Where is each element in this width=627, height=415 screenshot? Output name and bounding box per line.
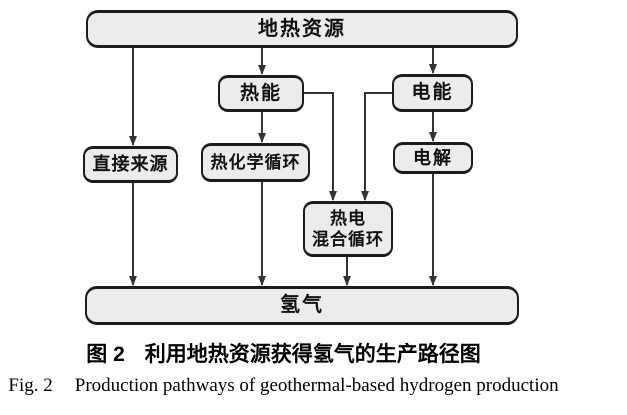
node-electric-energy: 电能 — [392, 74, 473, 112]
node-hydrogen: 氢气 — [85, 286, 519, 325]
node-hybrid-cycle: 热电 混合循环 — [303, 201, 393, 257]
figure-caption-zh-title: 利用地热资源获得氢气的生产路径图 — [144, 343, 481, 366]
node-direct-source-label: 直接来源 — [92, 154, 169, 175]
node-thermochemical-cycle-label: 热化学循环 — [210, 152, 301, 172]
figure-caption-zh-number: 图 2 — [86, 343, 125, 366]
node-direct-source: 直接来源 — [83, 146, 178, 183]
node-electrolysis: 电解 — [393, 142, 473, 174]
arrow-electric-to-hybrid — [361, 92, 392, 201]
figure-caption-en: Fig. 2 Production pathways of geothermal-… — [0, 375, 567, 397]
figure-caption-zh: 图 2 利用地热资源获得氢气的生产路径图 — [0, 338, 567, 368]
node-thermal-energy-label: 热能 — [239, 82, 282, 104]
node-thermochemical-cycle: 热化学循环 — [201, 143, 310, 182]
node-hydrogen-label: 氢气 — [280, 294, 324, 316]
node-electric-energy-label: 电能 — [411, 82, 454, 104]
node-hybrid-cycle-label-line2: 混合循环 — [312, 230, 384, 249]
node-geothermal-resources-label: 地热资源 — [258, 17, 346, 40]
node-thermal-energy: 热能 — [218, 75, 304, 112]
flowchart-arrows — [129, 48, 437, 286]
figure-caption-en-title: Production pathways of geothermal-based … — [74, 375, 559, 396]
node-electrolysis-label: 电解 — [413, 147, 453, 168]
node-geothermal-resources: 地热资源 — [86, 10, 518, 48]
figure-caption-en-number: Fig. 2 — [8, 375, 53, 396]
node-hybrid-cycle-label-line1: 热电 — [330, 208, 366, 228]
arrow-thermal-to-hybrid — [304, 92, 337, 201]
